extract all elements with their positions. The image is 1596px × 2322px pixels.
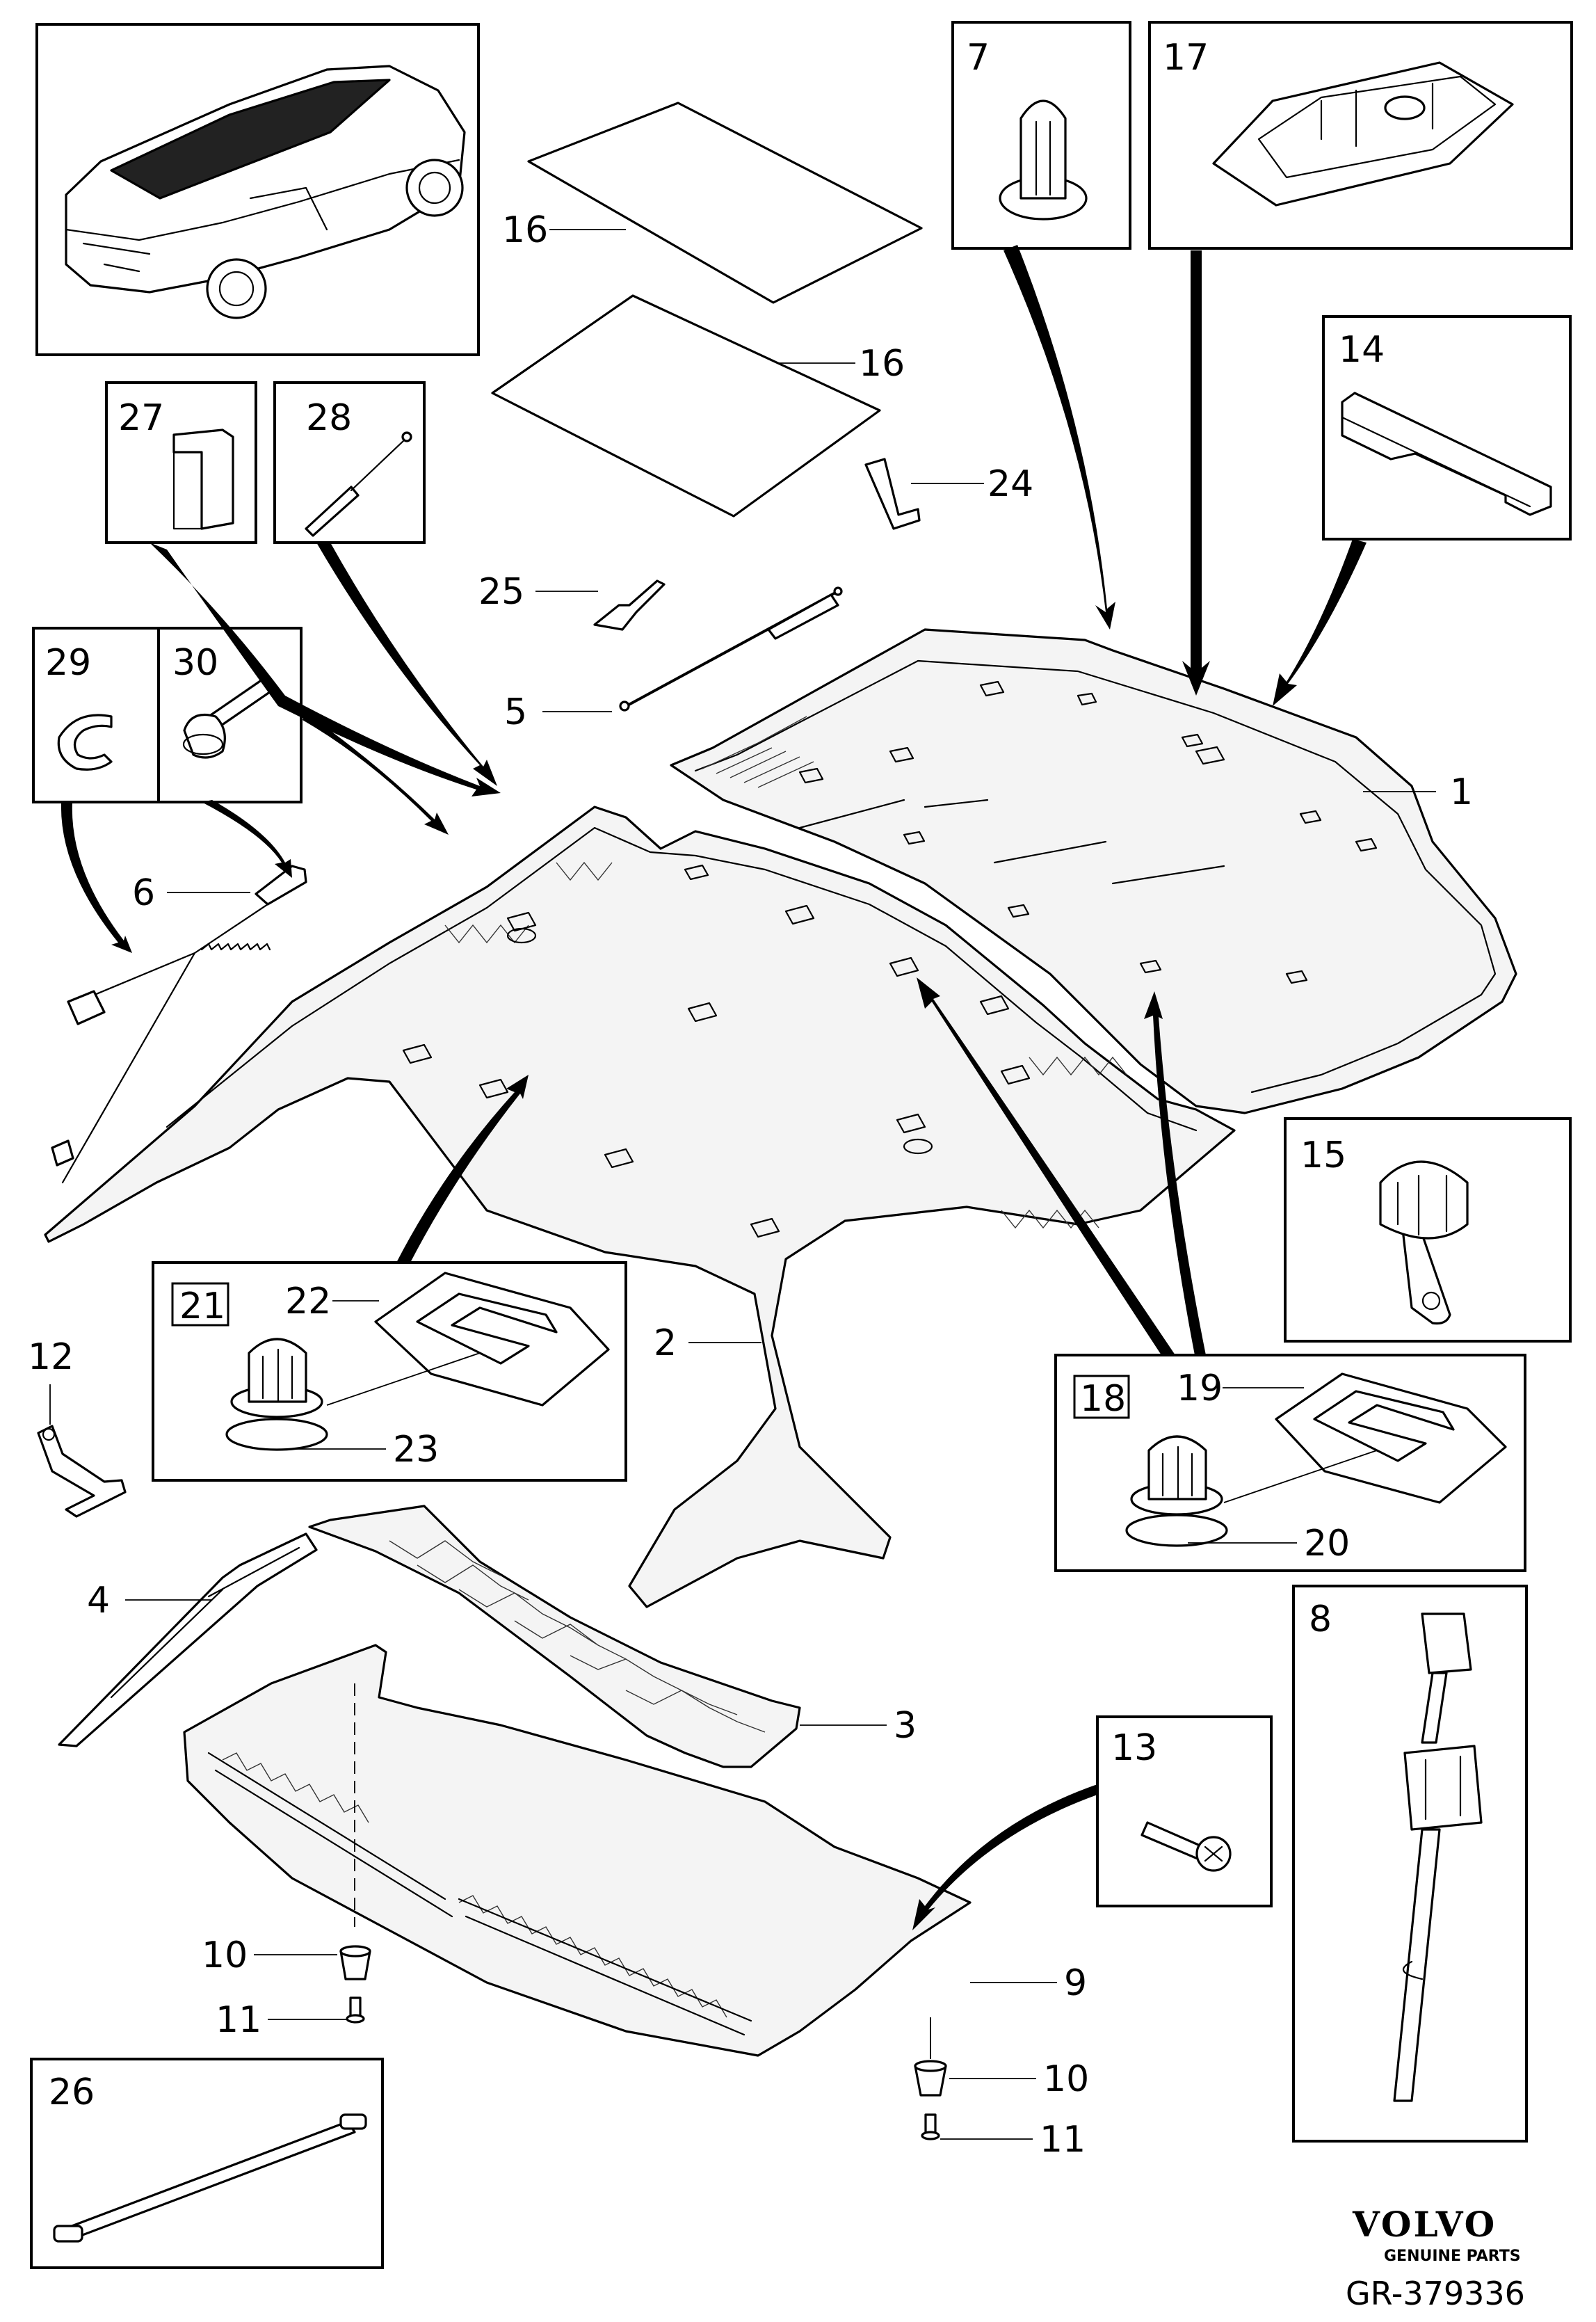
callout-8: 8	[1309, 1599, 1332, 1640]
callout-30: 30	[172, 642, 218, 684]
callout-10-left: 10	[202, 1935, 248, 1976]
callout-24: 24	[988, 463, 1033, 505]
car-thumbnail	[35, 23, 480, 356]
callout-16-upper: 16	[502, 209, 548, 251]
leader-arrows	[61, 245, 1367, 1930]
part-28-rivet: 28	[273, 381, 426, 544]
callout-16-lower: 16	[859, 343, 905, 385]
part-13-screw: 13	[1096, 1715, 1273, 1907]
parts-18-19-20-box: 18 19 20	[1054, 1354, 1526, 1572]
part-29-clip	[57, 714, 113, 771]
part-30-bolt	[182, 677, 276, 759]
part-26-strap: 26	[30, 2058, 384, 2269]
callout-28: 28	[306, 397, 352, 439]
part-23-push-rivet	[225, 1338, 328, 1451]
part-17-holder: 17	[1148, 21, 1573, 250]
part-15-clip: 15	[1284, 1117, 1572, 1343]
diagram-code: GR-379336	[1346, 2275, 1525, 2312]
callout-3: 3	[894, 1705, 917, 1747]
callout-29: 29	[45, 642, 91, 684]
part-9-parcel-shelf: 9	[183, 1644, 1087, 2057]
callout-27: 27	[118, 397, 164, 439]
callout-25: 25	[478, 571, 524, 613]
callout-22: 22	[285, 1281, 331, 1322]
callout-9: 9	[1064, 1962, 1087, 2004]
branding: VOLVO GENUINE PARTS GR-379336	[1346, 2204, 1525, 2312]
callout-26: 26	[49, 2072, 95, 2113]
brand-name: VOLVO	[1352, 2204, 1497, 2245]
callout-12: 12	[28, 1336, 74, 1378]
callout-6: 6	[132, 872, 155, 914]
part-16-upper-sheet: 16	[502, 102, 923, 304]
brand-tagline: GENUINE PARTS	[1384, 2248, 1521, 2265]
callout-11-right: 11	[1040, 2119, 1086, 2161]
part-22-speed-nut	[374, 1272, 610, 1407]
part-12-bracket: 12	[28, 1336, 127, 1518]
callout-1: 1	[1450, 771, 1473, 813]
callout-13: 13	[1111, 1727, 1157, 1769]
callout-23: 23	[393, 1429, 439, 1471]
callout-17: 17	[1163, 37, 1209, 79]
part-7-push-clip: 7	[951, 21, 1131, 250]
parts-10-11-left: 10 11	[202, 1935, 371, 2041]
part-3-rear-trim: 3	[308, 1505, 917, 1768]
callout-21: 21	[179, 1286, 225, 1327]
callout-4: 4	[87, 1580, 110, 1622]
part-24-bracket: 24	[864, 458, 1033, 530]
callout-5: 5	[504, 691, 527, 733]
callout-11-left: 11	[216, 1999, 261, 2041]
parts-21-22-23-box: 21 22 23	[152, 1261, 627, 1482]
part-27-block: 27	[105, 381, 257, 544]
parts-10-11-right: 10 11	[914, 2017, 1089, 2161]
part-5-support-rod: 5	[504, 586, 843, 733]
callout-15: 15	[1300, 1135, 1346, 1176]
part-20-push-rivet	[1125, 1435, 1228, 1547]
callout-18: 18	[1080, 1378, 1126, 1420]
parts-29-30-box: 29 30	[32, 627, 303, 803]
part-19-speed-nut	[1275, 1372, 1507, 1504]
part-16-lower-sheet: 16	[491, 294, 905, 518]
callout-14: 14	[1339, 329, 1385, 371]
callout-2: 2	[654, 1322, 677, 1364]
headliner-mounting-points	[402, 864, 1031, 1238]
part-25-bracket: 25	[478, 571, 666, 631]
part-6-spring-assembly: 6	[51, 865, 307, 1184]
part-1-roof-panel: 1	[670, 628, 1517, 1114]
callout-19: 19	[1177, 1368, 1223, 1409]
roof-panel-mounting-holes	[798, 680, 1378, 984]
callout-20: 20	[1304, 1523, 1350, 1564]
part-4-side-trim: 4	[58, 1532, 318, 1747]
part-14-bracket: 14	[1322, 315, 1572, 541]
callout-10-right: 10	[1043, 2058, 1089, 2100]
callout-7: 7	[967, 37, 990, 79]
part-8-cable-tie: 8	[1292, 1585, 1528, 2143]
